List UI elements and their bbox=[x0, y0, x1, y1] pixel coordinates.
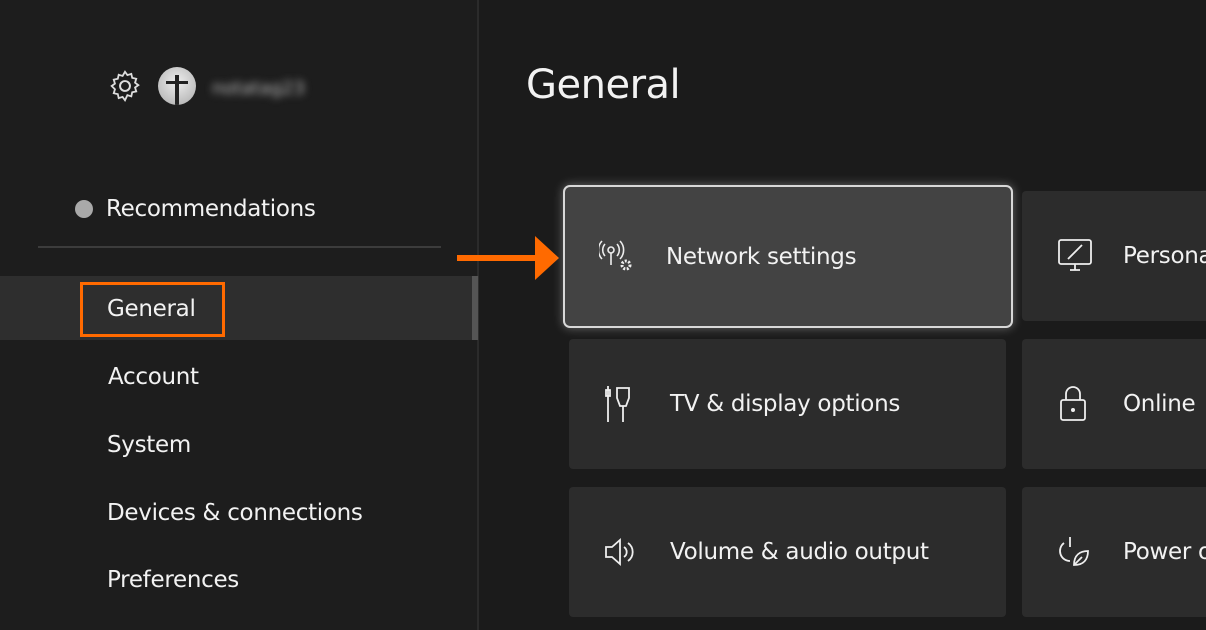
tile-volume-audio[interactable]: Volume & audio output bbox=[569, 487, 1006, 617]
page-title: General bbox=[526, 62, 681, 108]
sidebar-item-general-label: General bbox=[107, 296, 196, 322]
cable-plug-icon bbox=[605, 386, 630, 422]
power-leaf-icon bbox=[1059, 537, 1089, 566]
tile-label: Volume & audio output bbox=[670, 539, 929, 565]
avatar[interactable] bbox=[158, 67, 196, 105]
gear-icon[interactable] bbox=[107, 68, 143, 104]
tile-network-settings[interactable]: Network settings bbox=[563, 185, 1013, 328]
sidebar-item-system[interactable]: System bbox=[107, 432, 191, 458]
sidebar-item-preferences[interactable]: Preferences bbox=[107, 567, 239, 593]
divider bbox=[38, 246, 441, 248]
sidebar-item-recommendations[interactable]: Recommendations bbox=[106, 196, 316, 222]
tile-label: TV & display options bbox=[670, 391, 901, 417]
tile-label: Power o bbox=[1123, 539, 1206, 565]
scrollbar[interactable] bbox=[472, 276, 478, 340]
tile-personalization[interactable]: Persona bbox=[1022, 191, 1206, 321]
monitor-brush-icon bbox=[1058, 239, 1092, 271]
network-gear-icon bbox=[599, 239, 632, 270]
tile-online-safety[interactable]: Online bbox=[1022, 339, 1206, 469]
arrow-right-icon bbox=[535, 236, 559, 280]
highlight-box bbox=[80, 282, 225, 337]
gamertag: notatag23 bbox=[212, 78, 305, 99]
sidebar-item-general[interactable] bbox=[0, 276, 479, 340]
recommendations-dot bbox=[75, 200, 93, 218]
tile-label: Network settings bbox=[666, 243, 857, 270]
speaker-icon bbox=[605, 538, 634, 566]
sidebar-item-devices[interactable]: Devices & connections bbox=[107, 500, 363, 526]
tile-label: Persona bbox=[1123, 243, 1206, 269]
sidebar: notatag23 Recommendations General Accoun… bbox=[0, 0, 479, 630]
sidebar-item-account[interactable]: Account bbox=[108, 364, 199, 390]
tile-label: Online bbox=[1123, 391, 1196, 417]
tile-power[interactable]: Power o bbox=[1022, 487, 1206, 617]
tile-tv-display[interactable]: TV & display options bbox=[569, 339, 1006, 469]
lock-icon bbox=[1060, 386, 1086, 421]
arrow-shaft bbox=[457, 255, 539, 261]
